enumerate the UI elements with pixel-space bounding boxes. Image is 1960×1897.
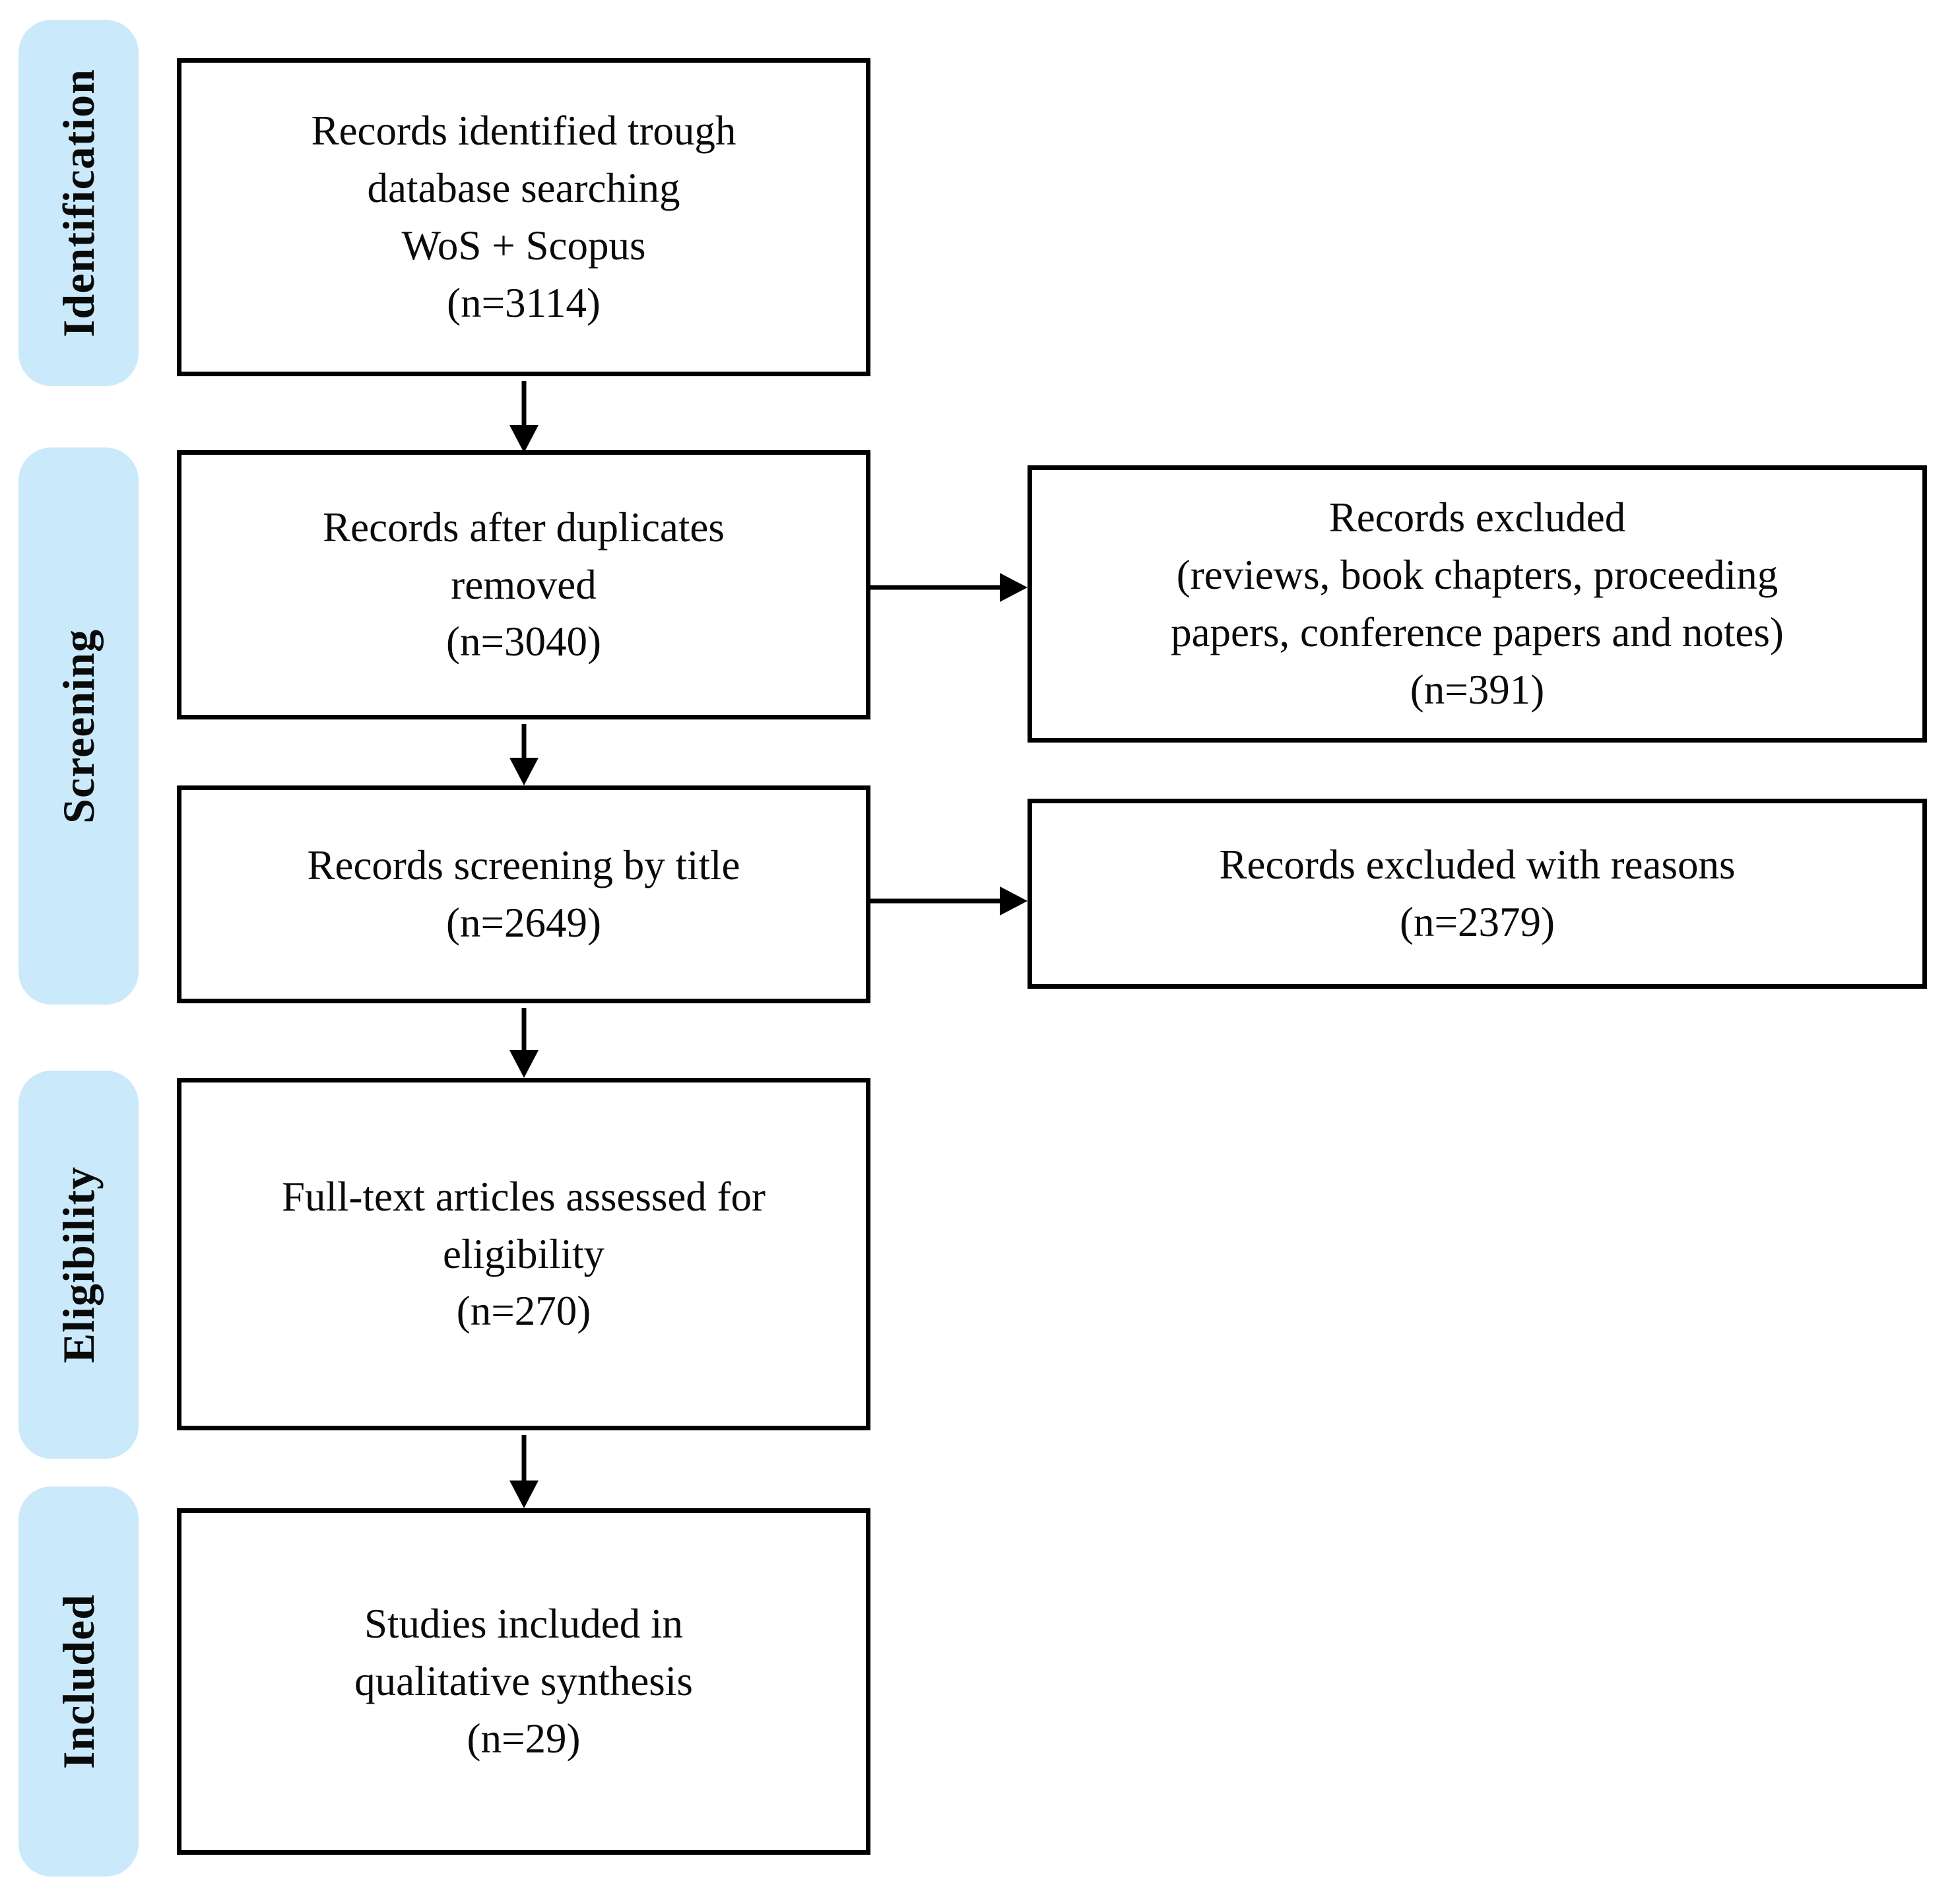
box-records-excluded-text: Records excluded (reviews, book chapters… xyxy=(1171,494,1784,713)
arrow-identified-to-duplicates xyxy=(509,381,539,453)
box-records-excluded: Records excluded (reviews, book chapters… xyxy=(1028,465,1927,743)
box-studies-included-text: Studies included in qualitative synthesi… xyxy=(354,1601,693,1762)
box-full-text-assessed-text: Full-text articles assessed for eligibil… xyxy=(281,1173,766,1335)
box-records-screening-title: Records screening by title (n=2649) xyxy=(177,785,870,1003)
box-records-identified: Records identified trough database searc… xyxy=(177,58,870,376)
box-records-excluded-reasons: Records excluded with reasons (n=2379) xyxy=(1028,799,1927,989)
box-records-screening-title-text: Records screening by title (n=2649) xyxy=(307,842,740,946)
stage-screening: Screening xyxy=(18,448,139,1005)
stage-eligibility: Eligibility xyxy=(18,1071,139,1459)
box-records-after-duplicates-text: Records after duplicates removed (n=3040… xyxy=(323,504,725,665)
arrow-duplicates-to-screening xyxy=(509,724,539,785)
stage-screening-label: Screening xyxy=(53,628,104,824)
stage-included: Included xyxy=(18,1486,139,1877)
arrow-duplicates-to-excluded xyxy=(866,573,1028,602)
arrow-screening-to-fulltext xyxy=(509,1008,539,1078)
arrow-screening-to-excluded-reasons xyxy=(866,886,1028,915)
box-records-after-duplicates: Records after duplicates removed (n=3040… xyxy=(177,450,870,719)
stage-eligibility-label: Eligibility xyxy=(53,1166,104,1364)
box-studies-included: Studies included in qualitative synthesi… xyxy=(177,1508,870,1855)
stage-identification: Identification xyxy=(18,20,139,386)
box-records-excluded-reasons-text: Records excluded with reasons (n=2379) xyxy=(1219,842,1736,945)
stage-included-label: Included xyxy=(53,1594,104,1769)
arrow-fulltext-to-included xyxy=(509,1435,539,1508)
stage-identification-label: Identification xyxy=(53,69,104,337)
box-full-text-assessed: Full-text articles assessed for eligibil… xyxy=(177,1078,870,1430)
box-records-identified-text: Records identified trough database searc… xyxy=(311,108,736,326)
